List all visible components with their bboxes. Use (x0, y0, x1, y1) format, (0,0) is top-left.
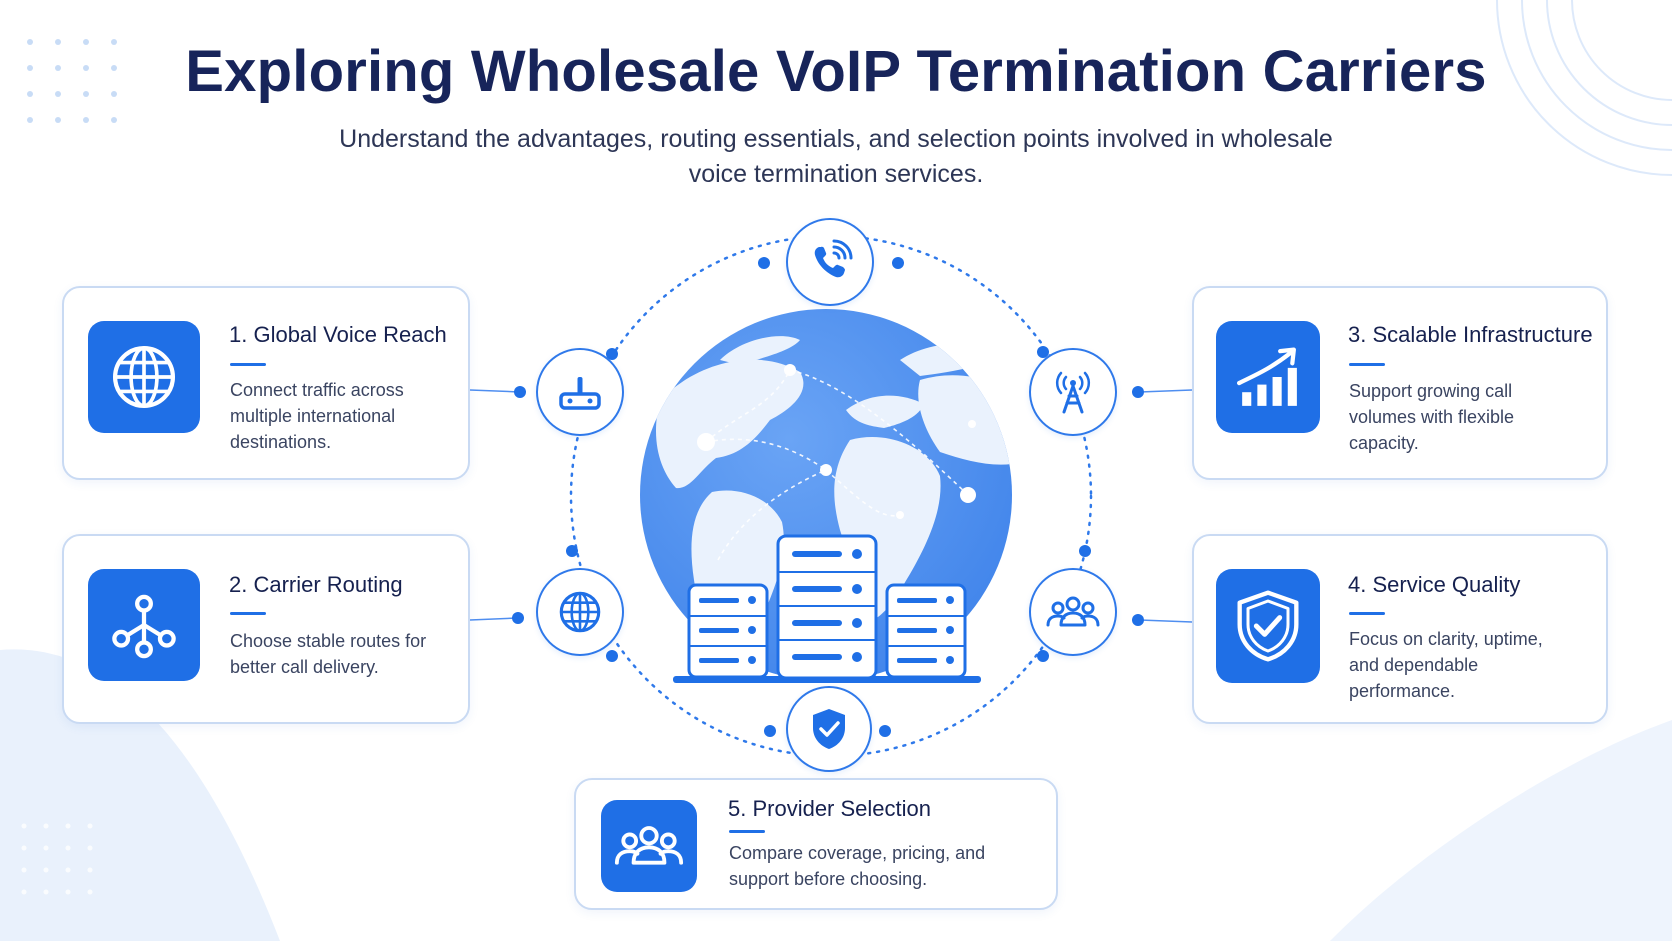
page-title: Exploring Wholesale VoIP Termination Car… (185, 39, 1487, 104)
server-center (776, 534, 878, 680)
server-left (687, 583, 769, 679)
route-arcs (705, 369, 969, 561)
network-icon (112, 594, 176, 659)
dot-grid-bottom-left (21, 823, 93, 895)
card-icon-box (88, 321, 200, 433)
globe-icon (559, 591, 601, 633)
card-description: Focus on clarity, uptime, and dependable… (1349, 629, 1543, 701)
card-global-voice-reach: 1. Global Voice Reach Connect traffic ac… (62, 286, 470, 480)
phone-node (786, 218, 874, 306)
connector-lines (469, 389, 1193, 623)
globe-node (536, 568, 624, 656)
growth-chart-icon (1236, 347, 1297, 406)
server-right (885, 583, 967, 679)
phone-icon (814, 239, 853, 278)
dot-grid-top-left (27, 39, 117, 123)
card-scalable-infrastructure: 3. Scalable Infrastructure Support growi… (1192, 286, 1608, 480)
title-underline (230, 612, 266, 615)
page-subtitle: Understand the advantages, routing essen… (339, 125, 1333, 188)
card-icon-box (1216, 321, 1320, 433)
route-nodes (697, 364, 976, 519)
card-title: 2. Carrier Routing (229, 572, 403, 597)
router-icon (559, 377, 601, 410)
card-description: Compare coverage, pricing, and support b… (729, 843, 986, 889)
title-underline (729, 830, 765, 833)
card-provider-selection: 5. Provider Selection Compare coverage, … (574, 778, 1058, 910)
card-carrier-routing: 2. Carrier Routing Choose stable routes … (62, 534, 470, 724)
card-icon-box (1216, 569, 1320, 683)
card-icon-box (88, 569, 200, 681)
title-underline (230, 363, 266, 366)
antenna-icon (1056, 371, 1090, 414)
globe-icon (112, 345, 176, 409)
card-description: Choose stable routes for better call del… (230, 631, 427, 677)
card-description: Support growing call volumes with flexib… (1349, 381, 1515, 453)
title-underline (1349, 612, 1385, 615)
card-title: 4. Service Quality (1348, 572, 1521, 597)
server-stack (673, 534, 981, 683)
card-icon-box (601, 800, 697, 892)
people-icon (614, 826, 684, 865)
people-node (1029, 568, 1117, 656)
card-title: 3. Scalable Infrastructure (1348, 322, 1593, 347)
orbit-dots (566, 257, 1091, 737)
title-underline (1349, 363, 1385, 366)
people-icon (1046, 596, 1100, 627)
shield-node (786, 686, 872, 772)
card-title: 5. Provider Selection (728, 796, 931, 821)
antenna-node (1029, 348, 1117, 436)
card-description: Connect traffic across multiple internat… (230, 380, 404, 452)
card-service-quality: 4. Service Quality Focus on clarity, upt… (1192, 534, 1608, 724)
router-node (536, 348, 624, 436)
card-title: 1. Global Voice Reach (229, 322, 447, 347)
shield-check-icon (813, 709, 845, 749)
shield-check-icon (1237, 590, 1299, 662)
connector-dots (512, 386, 1144, 626)
